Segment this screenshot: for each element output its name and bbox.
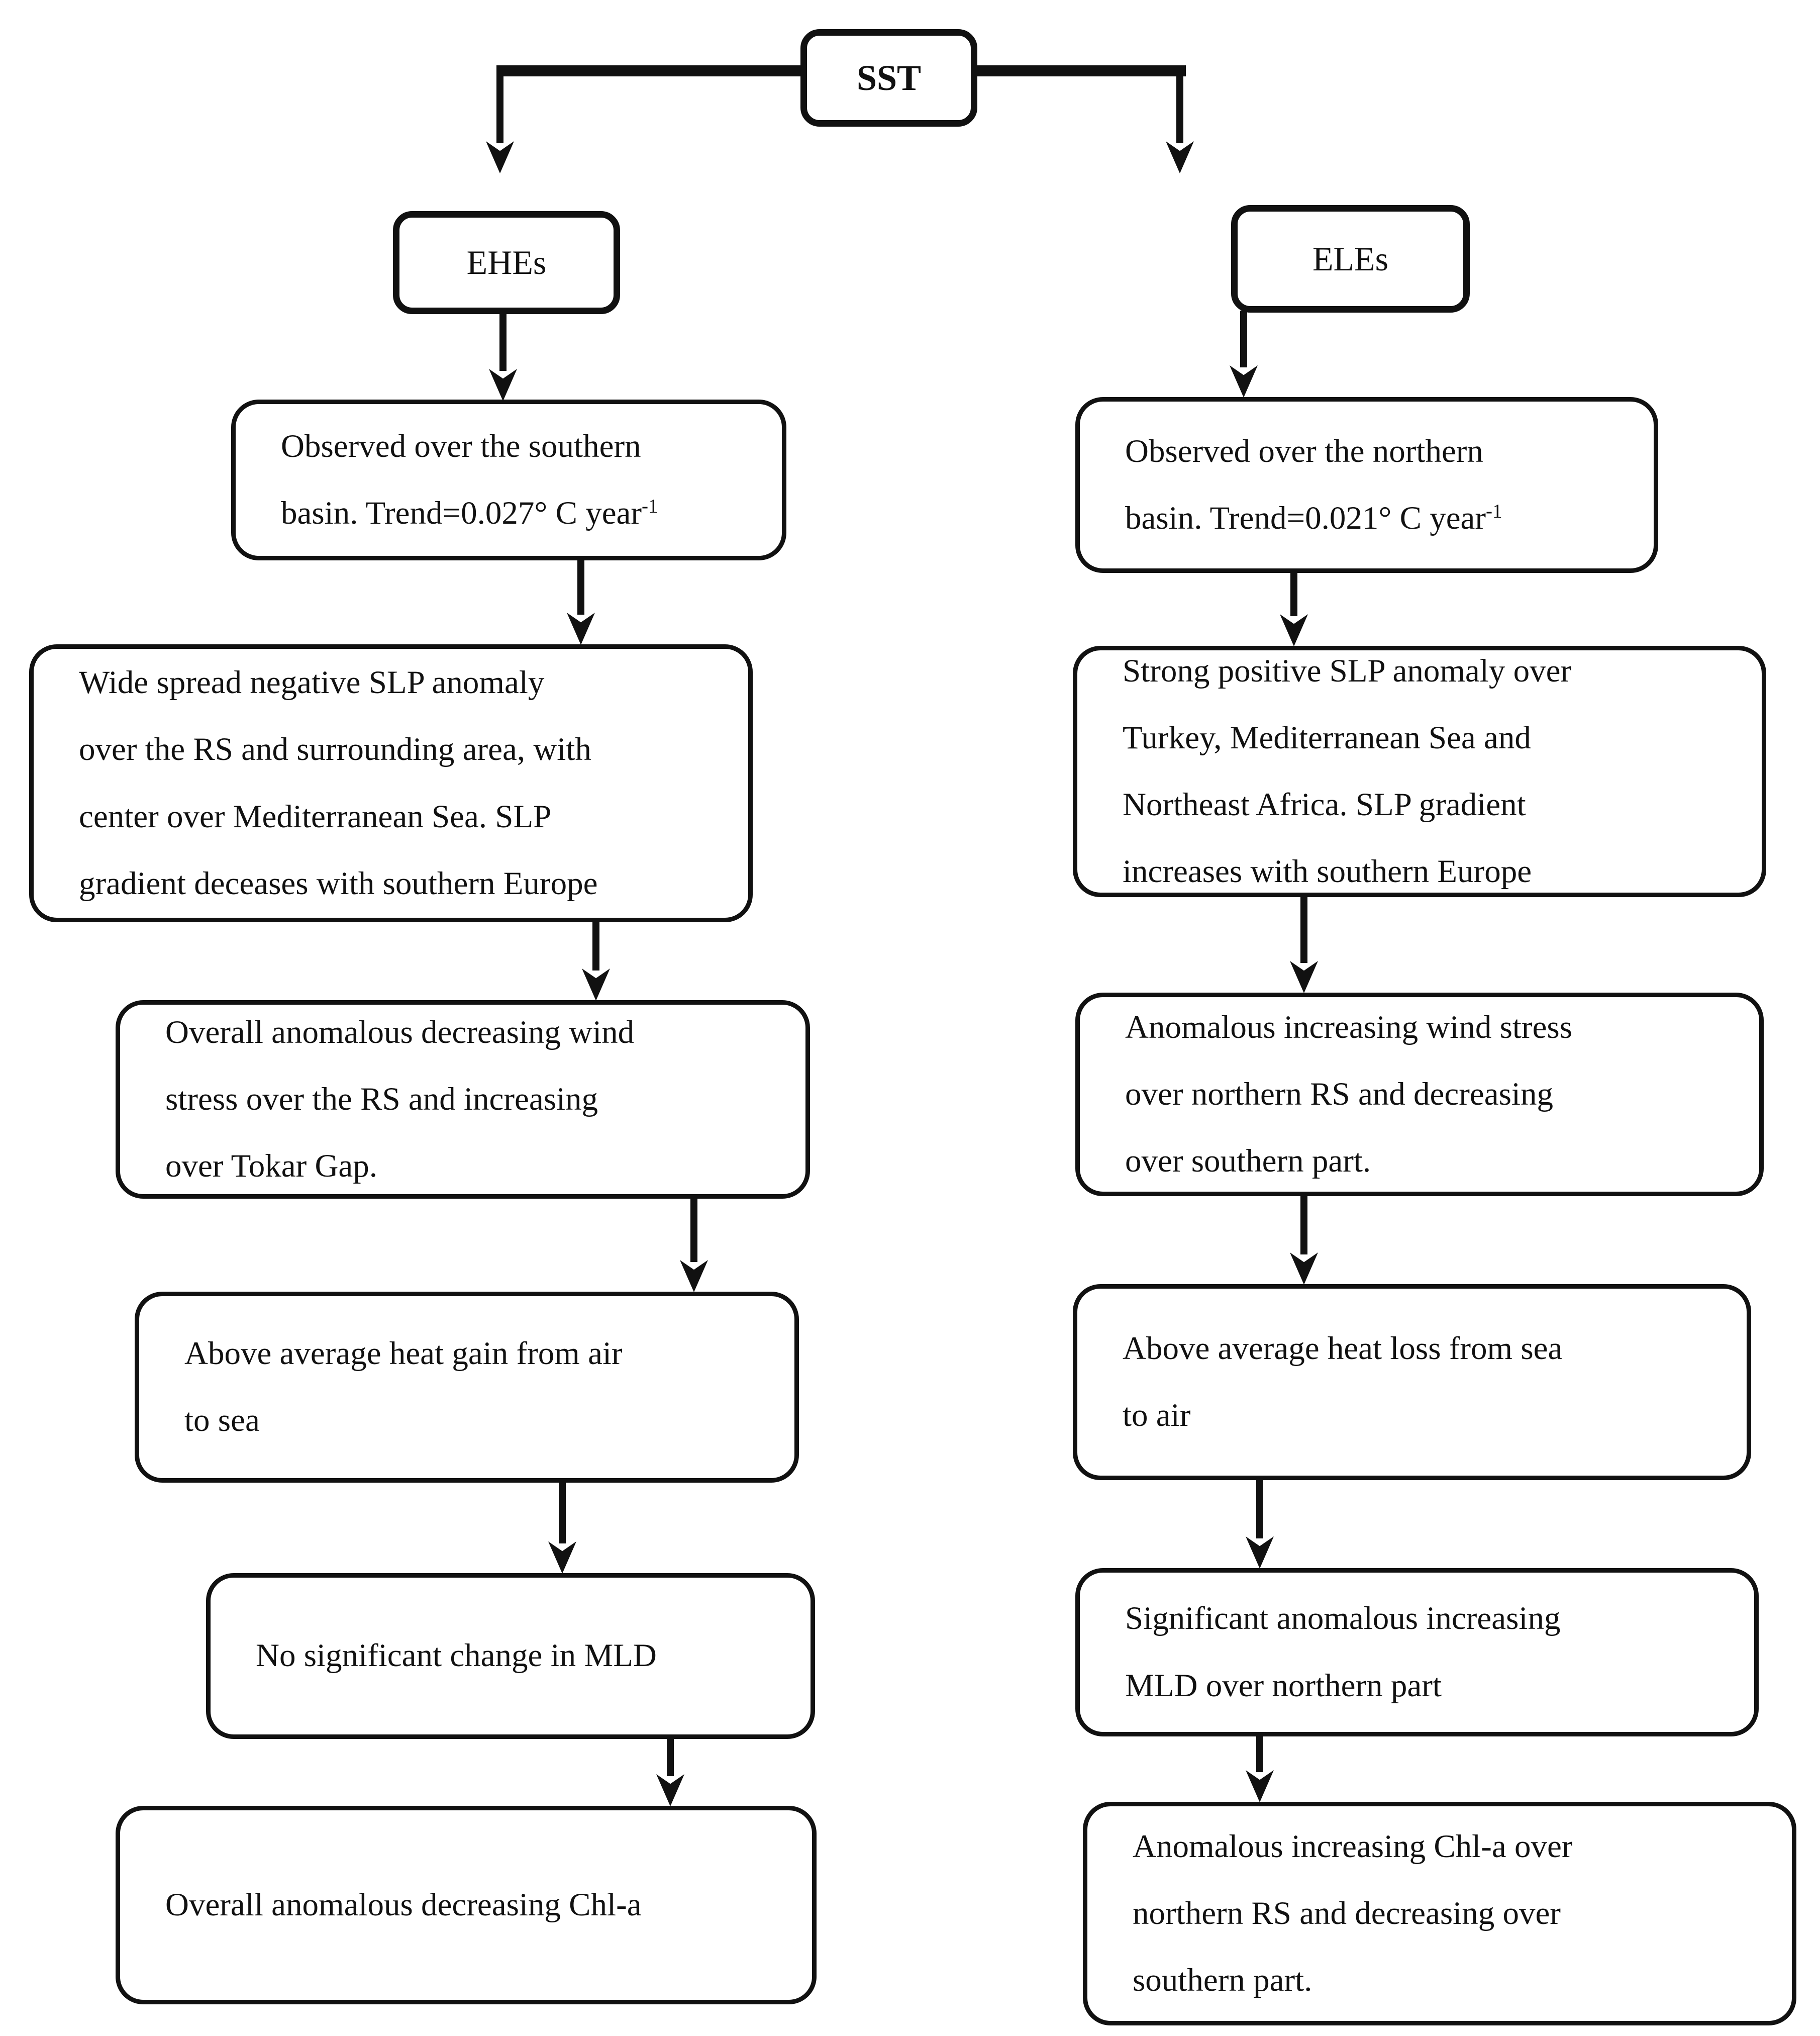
arrow-ehe-wind-to-heat-stem: [690, 1197, 697, 1262]
ehe-wind-box: Overall anomalous decreasing wind stress…: [116, 1000, 810, 1199]
sst-node: SST: [800, 29, 977, 127]
arrow-ele-observed-to-slp-stem: [1290, 571, 1297, 616]
arrow-ele-heat-to-mld-stem: [1256, 1479, 1263, 1538]
arrow-ehe-mld-to-chla-stem: [667, 1737, 674, 1776]
ehe-wind-text: Overall anomalous decreasing wind stress…: [165, 1014, 635, 1185]
arrowhead-down-icon: [1166, 141, 1194, 173]
ele-wind-box: Anomalous increasing wind stress over no…: [1075, 993, 1764, 1196]
ele-observed-text: Observed over the northern basin. Trend=…: [1125, 433, 1502, 536]
arrowhead-down-icon: [1290, 961, 1318, 993]
ehe-mld-text: No significant change in MLD: [256, 1637, 657, 1674]
arrow-ehe-observed-to-slp-stem: [577, 559, 584, 615]
ele-mld-box: Significant anomalous increasing MLD ove…: [1075, 1568, 1759, 1736]
ele-chla-text: Anomalous increasing Chl-a over northern…: [1133, 1828, 1573, 1999]
arrow-eles-to-observed-stem: [1240, 311, 1247, 367]
ele-slp-box: Strong positive SLP anomaly over Turkey,…: [1073, 646, 1766, 897]
arrow-ehes-to-observed-stem: [499, 312, 507, 371]
ele-heat-box: Above average heat loss from sea to air: [1073, 1284, 1751, 1480]
ele-slp-text: Strong positive SLP anomaly over Turkey,…: [1123, 652, 1572, 890]
arrowhead-down-icon: [486, 141, 514, 173]
ehe-mld-box: No significant change in MLD: [206, 1573, 815, 1739]
arrow-ele-slp-to-wind-stem: [1300, 896, 1307, 963]
ehe-observed-text: Observed over the southern basin. Trend=…: [281, 428, 658, 531]
arrow-ehe-slp-to-wind-stem: [592, 921, 599, 971]
arrowhead-down-icon: [567, 613, 595, 645]
ele-heat-text: Above average heat loss from sea to air: [1123, 1330, 1563, 1433]
ele-observed-box: Observed over the northern basin. Trend=…: [1075, 397, 1658, 573]
superscript: -1: [642, 495, 658, 517]
ele-wind-text: Anomalous increasing wind stress over no…: [1125, 1009, 1573, 1180]
arrowhead-down-icon: [548, 1541, 576, 1574]
arrow-sst-to-eles-stem: [1176, 70, 1183, 143]
ehe-chla-text: Overall anomalous decreasing Chl-a: [165, 1886, 642, 1923]
ehe-slp-box: Wide spread negative SLP anomaly over th…: [29, 644, 753, 922]
ehes-label: EHEs: [466, 243, 547, 281]
arrowhead-down-icon: [680, 1260, 708, 1292]
arrowhead-down-icon: [582, 968, 610, 1001]
superscript: -1: [1486, 500, 1502, 522]
arrow-ehe-heat-to-mld-stem: [559, 1481, 566, 1543]
ehes-node: EHEs: [393, 211, 620, 314]
arrowhead-down-icon: [1246, 1770, 1274, 1802]
ehe-observed-box: Observed over the southern basin. Trend=…: [231, 400, 786, 560]
ehe-heat-box: Above average heat gain from air to sea: [135, 1292, 799, 1483]
arrowhead-down-icon: [656, 1774, 684, 1806]
arrow-ele-wind-to-heat-stem: [1300, 1195, 1307, 1254]
arrow-sst-to-ehes-stem: [496, 70, 503, 143]
arrowhead-down-icon: [1290, 1252, 1318, 1285]
sst-label: SST: [856, 57, 922, 98]
ele-chla-box: Anomalous increasing Chl-a over northern…: [1083, 1802, 1796, 2025]
arrowhead-down-icon: [1230, 365, 1258, 398]
ele-mld-text: Significant anomalous increasing MLD ove…: [1125, 1600, 1561, 1704]
eles-node: ELEs: [1231, 205, 1470, 313]
ehe-slp-text: Wide spread negative SLP anomaly over th…: [79, 664, 598, 902]
arrowhead-down-icon: [1246, 1536, 1274, 1569]
eles-label: ELEs: [1312, 239, 1389, 278]
arrowhead-down-icon: [489, 369, 517, 401]
arrow-ele-mld-to-chla-stem: [1256, 1735, 1263, 1772]
ehe-chla-box: Overall anomalous decreasing Chl-a: [116, 1806, 817, 2004]
ehe-heat-text: Above average heat gain from air to sea: [184, 1335, 623, 1438]
